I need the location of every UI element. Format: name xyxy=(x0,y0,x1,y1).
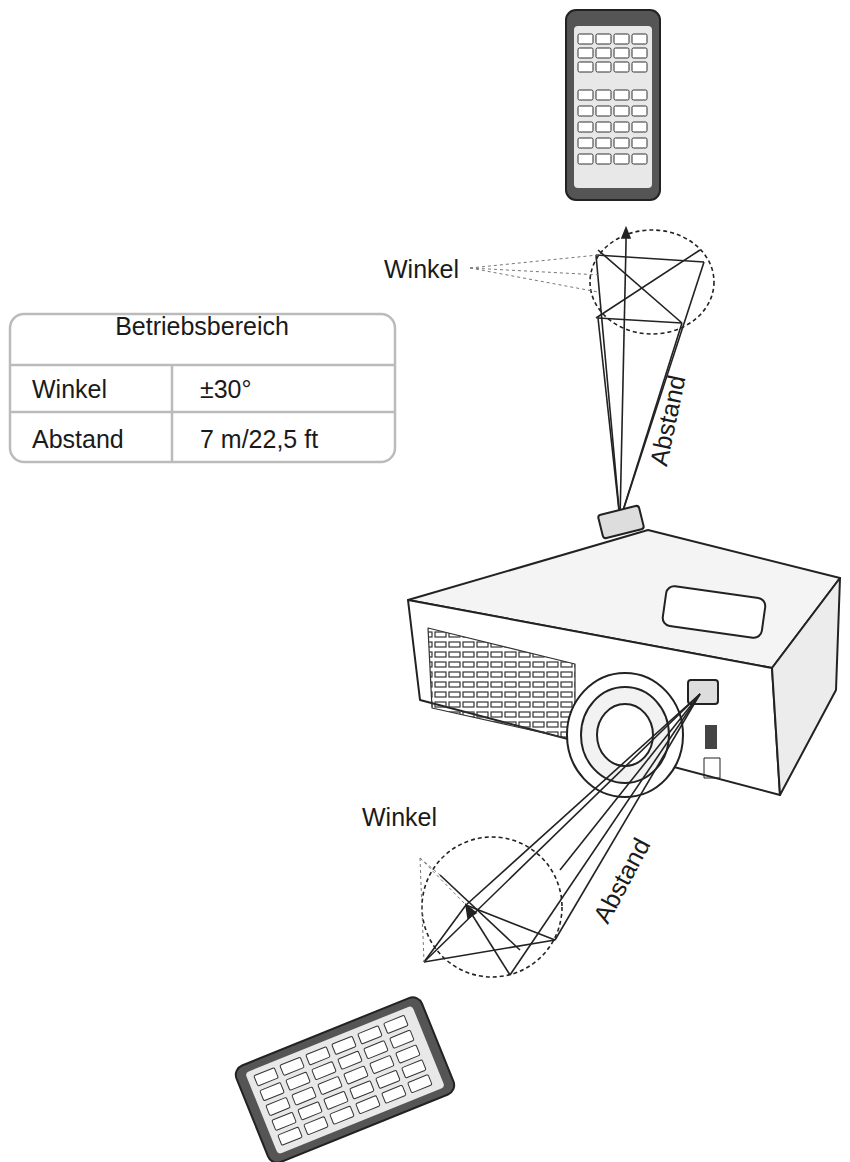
remote-button xyxy=(286,1072,311,1090)
remote-button xyxy=(318,1076,343,1094)
distance-label: Abstand xyxy=(646,373,690,468)
remote-control-top xyxy=(566,10,660,200)
remote-button xyxy=(578,34,593,44)
remote-button xyxy=(578,154,593,164)
remote-button xyxy=(312,1061,337,1079)
remote-button xyxy=(596,154,611,164)
remote-button xyxy=(632,154,647,164)
remote-button xyxy=(596,34,611,44)
remote-button xyxy=(614,62,629,72)
remote-button xyxy=(338,1051,363,1069)
remote-button xyxy=(396,1045,421,1063)
remote-button xyxy=(280,1057,305,1075)
remote-control-bottom xyxy=(233,994,457,1162)
remote-button xyxy=(370,1055,395,1073)
remote-button xyxy=(614,106,629,116)
table-header: Betriebsbereich xyxy=(115,314,289,339)
remote-button xyxy=(596,106,611,116)
remote-button xyxy=(596,138,611,148)
remote-button xyxy=(596,90,611,100)
remote-button xyxy=(632,106,647,116)
remote-button xyxy=(632,62,647,72)
angle-label: Winkel xyxy=(384,257,459,282)
remote-button xyxy=(254,1068,279,1086)
remote-button xyxy=(632,138,647,148)
remote-button xyxy=(578,90,593,100)
distance-label: Abstand xyxy=(589,834,654,927)
remote-button xyxy=(350,1081,375,1099)
projector xyxy=(408,505,840,797)
table-cell: Abstand xyxy=(32,427,124,452)
table-cell: Winkel xyxy=(32,377,107,402)
remote-button xyxy=(578,122,593,132)
remote-button xyxy=(266,1097,291,1115)
remote-button xyxy=(272,1112,297,1130)
remote-button xyxy=(614,138,629,148)
remote-button xyxy=(614,154,629,164)
signal-cone-top xyxy=(470,228,714,520)
remote-button xyxy=(332,1036,357,1054)
remote-button xyxy=(306,1047,331,1065)
remote-button xyxy=(614,48,629,58)
remote-button xyxy=(344,1066,369,1084)
remote-button xyxy=(260,1082,285,1100)
remote-button xyxy=(632,34,647,44)
remote-button xyxy=(614,90,629,100)
remote-button xyxy=(596,48,611,58)
remote-button xyxy=(614,34,629,44)
remote-button xyxy=(632,48,647,58)
remote-button xyxy=(292,1087,317,1105)
remote-button xyxy=(596,62,611,72)
remote-button xyxy=(278,1127,303,1145)
remote-button xyxy=(578,138,593,148)
remote-button xyxy=(408,1075,433,1093)
remote-button xyxy=(578,62,593,72)
remote-button xyxy=(324,1091,349,1109)
remote-button xyxy=(376,1070,401,1088)
range-table xyxy=(10,314,395,462)
remote-button xyxy=(596,122,611,132)
angle-label: Winkel xyxy=(362,805,437,830)
remote-button xyxy=(632,122,647,132)
remote-button xyxy=(578,106,593,116)
remote-button xyxy=(358,1026,383,1044)
remote-button xyxy=(330,1106,355,1124)
remote-button xyxy=(384,1015,409,1033)
remote-button xyxy=(632,90,647,100)
remote-button xyxy=(578,48,593,58)
remote-button xyxy=(614,122,629,132)
remote-button xyxy=(304,1116,329,1134)
remote-button xyxy=(402,1060,427,1078)
remote-button xyxy=(364,1040,389,1058)
remote-button xyxy=(298,1102,323,1120)
table-cell: ±30° xyxy=(200,377,252,402)
signal-cone-bottom xyxy=(420,694,700,977)
remote-button xyxy=(382,1085,407,1103)
table-cell: 7 m/22,5 ft xyxy=(200,427,318,452)
remote-button xyxy=(356,1095,381,1113)
remote-button xyxy=(390,1030,415,1048)
